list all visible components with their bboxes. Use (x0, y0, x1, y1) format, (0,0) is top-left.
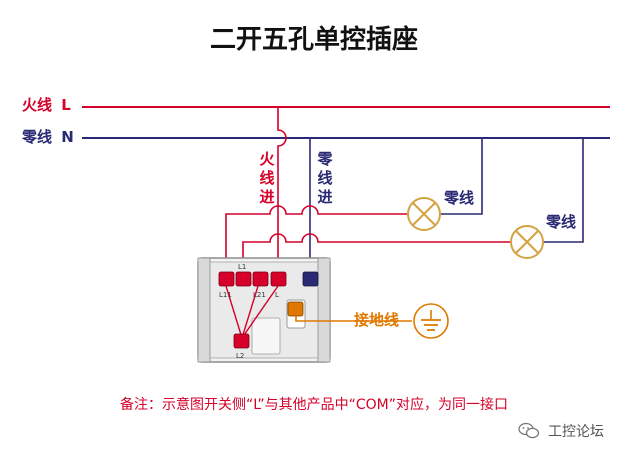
terminal-l11-label: L11 (219, 291, 232, 299)
lamp2-neutral-wire (543, 138, 584, 243)
live-in-label: 火线进 (259, 150, 275, 206)
live-wire-label-text: 火线 (22, 96, 53, 114)
diagram-title: 二开五孔单控插座 (209, 25, 418, 55)
neutral-wire-label: 零线 N (22, 130, 74, 145)
terminal-l2-label: L2 (236, 352, 244, 360)
live-wire-letter: L (61, 96, 71, 114)
terminal-l11 (218, 271, 235, 287)
lamp1-neutral-label: 零线 (444, 189, 475, 207)
neutral-wire-letter: N (61, 128, 74, 146)
watermark-text: 工控论坛 (548, 424, 604, 440)
live-feed-wire (277, 107, 287, 272)
switch-link-l21-l2 (241, 285, 259, 339)
neutral-wire-label-text: 零线 (22, 128, 53, 146)
wechat-icon (518, 422, 540, 439)
terminal-l2 (233, 333, 250, 349)
lamp1-switched-wire (225, 205, 408, 268)
earth-ground-icon (413, 303, 449, 339)
terminal-l-label: L (275, 291, 279, 299)
switch-link-l11-l2 (225, 285, 243, 339)
terminal-earth (287, 301, 304, 317)
lamp2-neutral-label: 零线 (546, 213, 577, 231)
terminal-n (302, 271, 319, 287)
live-wire-label: 火线 L (22, 98, 71, 113)
lamp-2-icon (510, 225, 544, 259)
earth-wire-label: 接地线 (354, 311, 400, 329)
terminal-l21-label: L21 (253, 291, 266, 299)
terminal-l21 (252, 271, 269, 287)
lamp1-neutral-wire (440, 138, 483, 215)
terminal-l1 (235, 271, 252, 287)
lamp2-switched-wire (242, 233, 511, 268)
footnote: 备注：示意图开关侧“L”与其他产品中“COM”对应，为同一接口 (119, 397, 508, 413)
switch-link-l-l2 (241, 285, 279, 339)
earth-wire (295, 316, 412, 322)
terminal-l (270, 271, 287, 287)
lamp-1-icon (407, 197, 441, 231)
terminal-l1-label: L1 (238, 263, 246, 271)
neutral-in-label: 零线进 (317, 150, 333, 206)
